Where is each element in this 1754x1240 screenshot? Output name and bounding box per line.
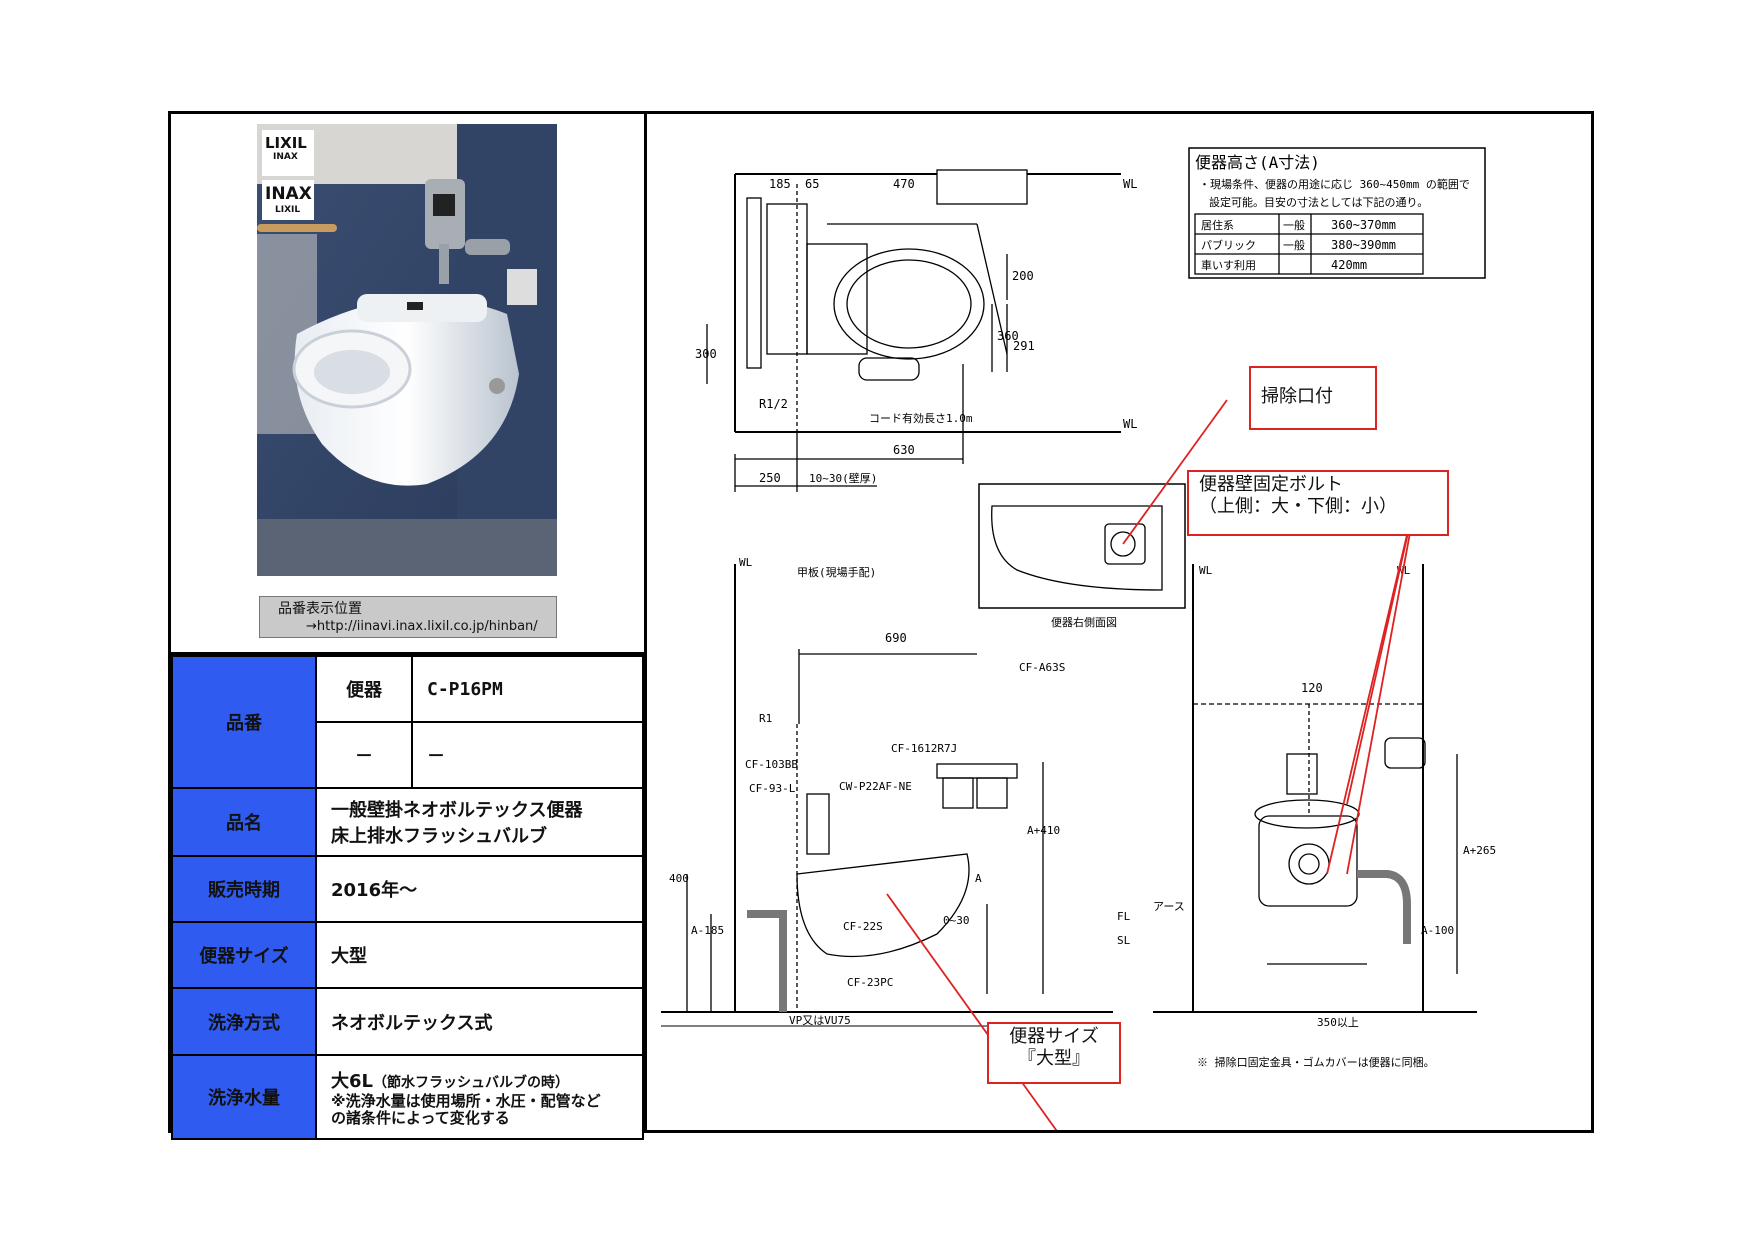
- front-dim-350: 350以上: [1317, 1016, 1359, 1029]
- elev-dim-030: 0~30: [943, 914, 970, 927]
- elev-kouban: 甲板(現場手配): [797, 565, 876, 579]
- plan-view: [706, 169, 1121, 492]
- height-row2-range: 380~390mm: [1331, 238, 1396, 252]
- front-note: ※ 掃除口固定金具・ゴムカバーは便器に同梱。: [1197, 1055, 1435, 1069]
- hanbai-value: 2016年～: [315, 855, 644, 923]
- dash-cell-2: －: [411, 721, 644, 789]
- height-row2-type: 一般: [1283, 239, 1305, 252]
- lixil-logo: LIXIL INAX: [265, 134, 307, 163]
- plan-dim-wall: 10~30(壁厚): [809, 471, 877, 485]
- height-table-title: 便器高さ(A寸法): [1195, 153, 1320, 172]
- product-photo: LIXIL INAX INAX LIXIL: [257, 124, 557, 576]
- callout-size: 便器サイズ 『大型』: [987, 1022, 1121, 1084]
- elev-cwp22: CW-P22AF-NE: [839, 780, 912, 793]
- height-table-note2: 設定可能。目安の寸法としては下記の通り。: [1209, 195, 1428, 209]
- size-label: 便器サイズ: [171, 921, 317, 989]
- front-earth: アース: [1153, 900, 1185, 913]
- spec-table: 品番 便器 C-P16PM － － 品名 一般壁掛ネオボルテックス便器床上排水フ…: [171, 655, 644, 1140]
- elev-sl: SL: [1117, 934, 1131, 947]
- elev-cf103bb: CF-103BB: [745, 758, 798, 771]
- plan-wl-top: WL: [1123, 177, 1137, 191]
- elev-cf22s: CF-22S: [843, 920, 883, 933]
- hinban-note-url: →http://iinavi.inax.lixil.co.jp/hinban/: [306, 619, 538, 634]
- inax-logo: INAX LIXIL: [265, 184, 312, 216]
- plan-dim-291: 291: [1013, 339, 1035, 353]
- front-wl-left: WL: [1199, 564, 1213, 577]
- left-column: LIXIL INAX INAX LIXIL 品番表示位置 →http://iin…: [171, 114, 647, 1140]
- height-table-note1: ・現場条件、便器の用途に応じ 360~450mm の範囲で: [1199, 177, 1470, 191]
- elev-cf1612: CF-1612R7J: [891, 742, 957, 755]
- elev-a410: A+410: [1027, 824, 1060, 837]
- hinmei-label: 品名: [171, 787, 317, 857]
- side-caption: 便器右側面図: [1051, 615, 1117, 629]
- suiryo-value: 大6L（節水フラッシュバルブの時） ※洗浄水量は使用場所・水圧・配管など の諸条…: [315, 1054, 644, 1140]
- hinmei-value: 一般壁掛ネオボルテックス便器床上排水フラッシュバルブ: [315, 787, 644, 857]
- elev-cfa63s: CF-A63S: [1019, 661, 1065, 674]
- height-table: [1188, 147, 1486, 279]
- height-row2-use: パブリック: [1201, 238, 1256, 252]
- benki-label: 便器: [315, 655, 413, 723]
- elev-a: A: [975, 872, 982, 885]
- spec-sheet: LIXIL INAX INAX LIXIL 品番表示位置 →http://iin…: [168, 111, 1594, 1140]
- suiryo-label: 洗浄水量: [171, 1054, 317, 1140]
- hanbai-label: 販売時期: [171, 855, 317, 923]
- elev-fl: FL: [1117, 910, 1131, 923]
- elev-a185: A-185: [691, 924, 724, 937]
- plan-cord: コード有効長さ1.0m: [869, 411, 973, 425]
- red-arrows: [886, 399, 1420, 1135]
- product-photo-area: LIXIL INAX INAX LIXIL 品番表示位置 →http://iin…: [171, 114, 644, 655]
- plan-dim-200: 200: [1012, 269, 1034, 283]
- size-value: 大型: [315, 921, 644, 989]
- hinban-location-note: 品番表示位置 →http://iinavi.inax.lixil.co.jp/h…: [259, 596, 557, 638]
- technical-drawing: 185 65 470 200 360 291 300 R1/2 コード有効長さ1…: [647, 114, 1594, 1135]
- plan-wl-bottom: WL: [1123, 417, 1137, 431]
- benki-value: C-P16PM: [411, 655, 644, 723]
- front-a265: A+265: [1463, 844, 1496, 857]
- elev-dim-400: 400: [669, 872, 689, 885]
- front-a100: A-100: [1421, 924, 1454, 937]
- hinban-label: 品番: [171, 655, 317, 789]
- side-detail: [978, 483, 1186, 609]
- callout-soji: 掃除口付: [1249, 366, 1377, 430]
- plan-dim-300: 300: [695, 347, 717, 361]
- height-row1-range: 360~370mm: [1331, 218, 1396, 232]
- plan-dim-360: 360: [997, 329, 1019, 343]
- plan-dim-185: 185: [769, 177, 791, 191]
- height-row3-use: 車いす利用: [1201, 258, 1256, 272]
- elev-cf23pc: CF-23PC: [847, 976, 893, 989]
- height-row1-use: 居住系: [1201, 218, 1234, 232]
- elev-vp: VP又はVU75: [789, 1014, 851, 1027]
- elev-dim-690: 690: [885, 631, 907, 645]
- plan-dim-630: 630: [893, 443, 915, 457]
- senjo-label: 洗浄方式: [171, 987, 317, 1056]
- plan-r12: R1/2: [759, 397, 788, 411]
- elevation-view: [661, 564, 1113, 1027]
- elev-r1: R1: [759, 712, 772, 725]
- height-row3-range: 420mm: [1331, 258, 1367, 272]
- elev-wl: WL: [739, 556, 753, 569]
- plan-dim-65: 65: [805, 177, 819, 191]
- height-row1-type: 一般: [1283, 219, 1305, 232]
- callout-bolt: 便器壁固定ボルト （上側：大・下側：小）: [1187, 470, 1449, 536]
- elev-cf93: CF-93-L: [749, 782, 796, 795]
- front-dim-120: 120: [1301, 681, 1323, 695]
- plan-dim-250: 250: [759, 471, 781, 485]
- senjo-value: ネオボルテックス式: [315, 987, 644, 1056]
- dash-cell-1: －: [315, 721, 413, 789]
- front-view: [1153, 564, 1477, 1013]
- plan-dim-470: 470: [893, 177, 915, 191]
- hinban-note-title: 品番表示位置: [278, 601, 362, 617]
